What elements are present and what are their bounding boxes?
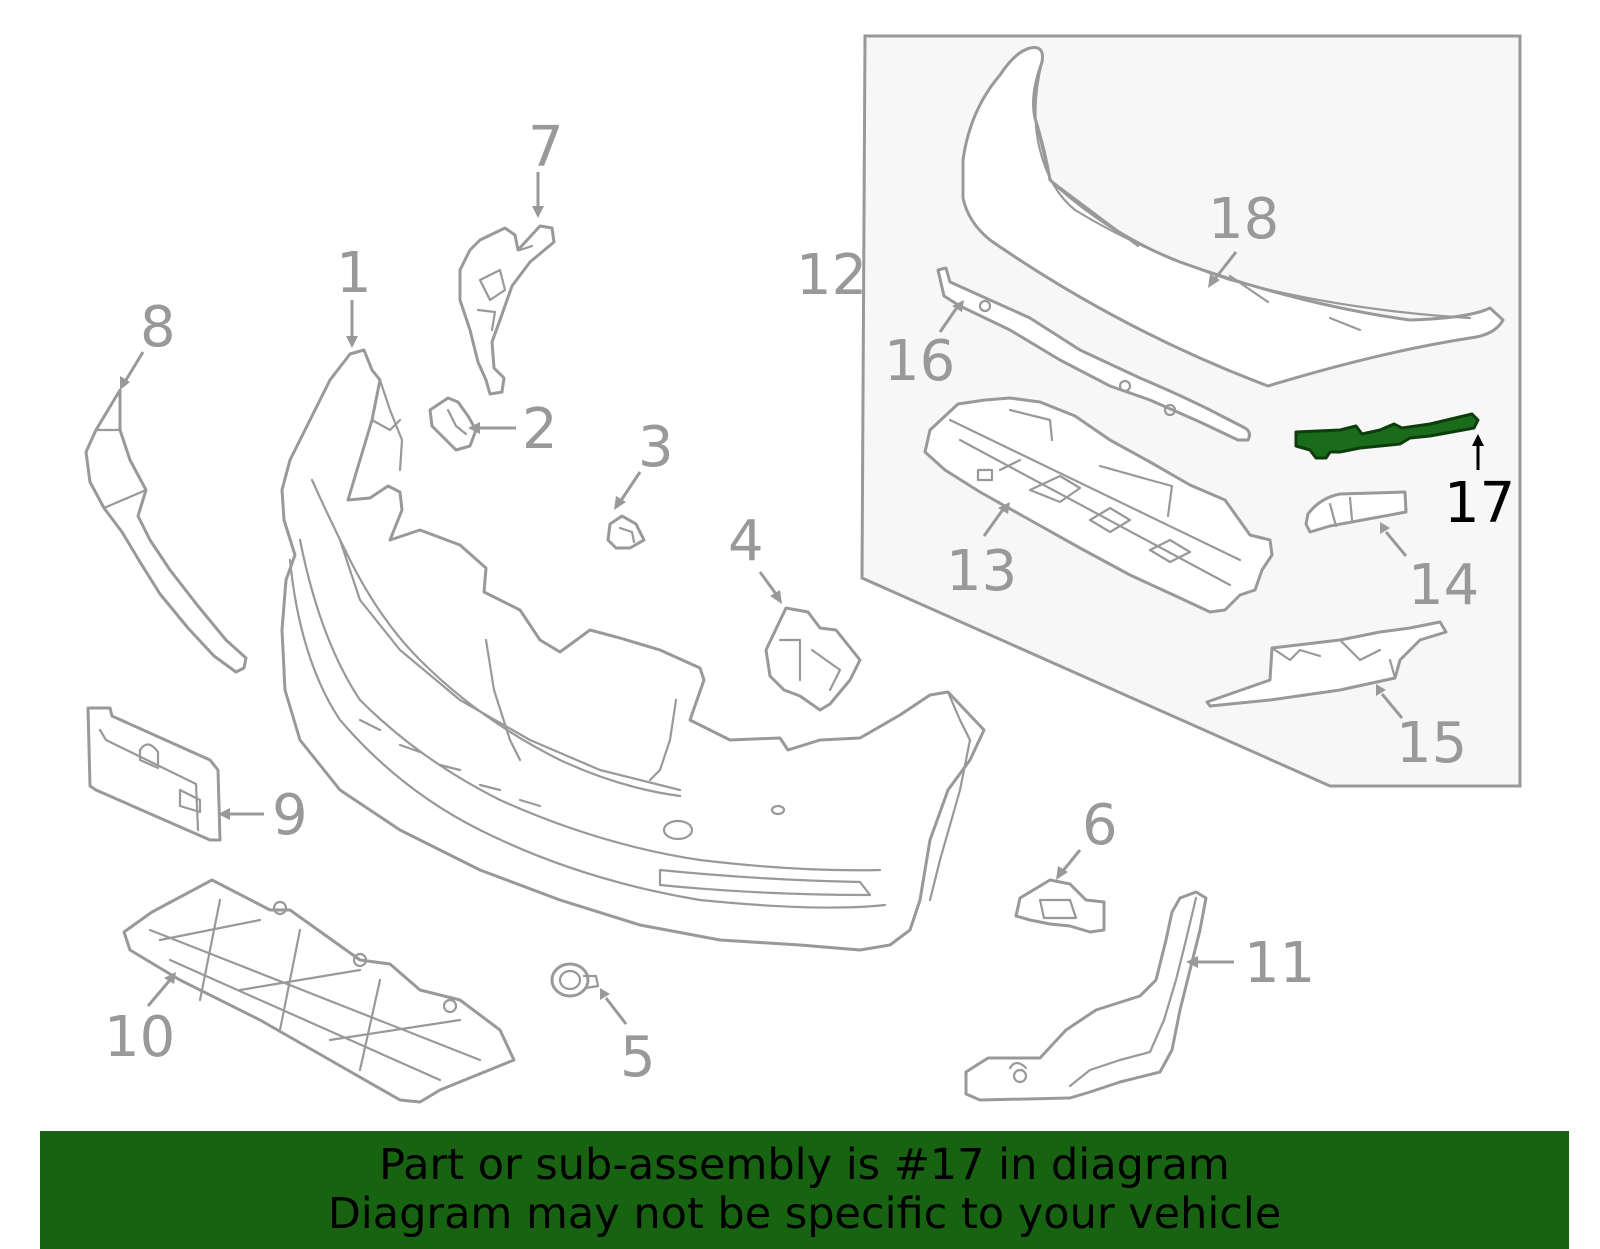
- callout-15: 15: [1396, 711, 1467, 776]
- arrowhead-5: [600, 988, 610, 1000]
- arrowhead-9: [218, 808, 230, 820]
- leader-8: [124, 351, 145, 381]
- arrowhead-6: [1056, 866, 1068, 880]
- callout-17: 17: [1444, 471, 1515, 536]
- callout-9: 9: [272, 783, 308, 848]
- leader-4: [758, 571, 778, 595]
- callout-12: 12: [796, 243, 867, 308]
- part-13-absorber[interactable]: [923, 396, 1274, 614]
- part-2-clip[interactable]: [428, 396, 478, 452]
- leader-18: [1212, 251, 1238, 281]
- arrowhead-2: [468, 422, 480, 434]
- part-4-bracket[interactable]: [764, 606, 862, 712]
- info-banner: Part or sub-assembly is #17 in diagram D…: [40, 1131, 1569, 1249]
- arrowhead-3: [614, 496, 626, 510]
- callout-1: 1: [336, 241, 372, 306]
- callout-16: 16: [884, 329, 955, 394]
- arrowhead-15: [1376, 684, 1386, 696]
- leader-6: [1060, 849, 1082, 873]
- part-7-bracket[interactable]: [458, 224, 556, 396]
- arrowhead-11: [1186, 956, 1198, 968]
- leader-15: [1380, 693, 1404, 719]
- callout-8: 8: [140, 295, 176, 360]
- banner-line-1: Part or sub-assembly is #17 in diagram: [379, 1140, 1230, 1190]
- part-17-bracket[interactable]: [1294, 412, 1480, 460]
- callout-11: 11: [1244, 931, 1315, 996]
- arrowhead-14: [1380, 522, 1390, 534]
- leader-10: [146, 979, 172, 1007]
- part-10-undercover[interactable]: [122, 878, 516, 1104]
- leader-13: [982, 507, 1006, 537]
- arrowhead-18: [1208, 274, 1220, 288]
- callout-14: 14: [1408, 553, 1479, 618]
- callout-4: 4: [728, 509, 764, 574]
- part-15-bracket[interactable]: [1205, 620, 1448, 708]
- leader-14: [1384, 531, 1408, 557]
- part-14-bracket[interactable]: [1304, 490, 1408, 534]
- callout-13: 13: [946, 539, 1017, 604]
- leader-16: [938, 305, 960, 333]
- arrowhead-13: [998, 502, 1010, 514]
- arrowhead-17: [1472, 434, 1484, 446]
- callout-5: 5: [620, 1025, 656, 1090]
- part-1-bumper-cover[interactable]: [280, 348, 986, 952]
- callout-10: 10: [104, 1005, 175, 1070]
- banner-line-2: Diagram may not be specific to your vehi…: [327, 1189, 1282, 1239]
- arrowhead-7: [532, 206, 544, 218]
- leader-3: [618, 471, 642, 503]
- callout-6: 6: [1082, 793, 1118, 858]
- callout-3: 3: [638, 415, 674, 480]
- part-16-strip[interactable]: [936, 266, 1251, 442]
- part-8-strip[interactable]: [84, 388, 248, 674]
- arrowhead-10: [164, 972, 176, 984]
- callout-18: 18: [1208, 187, 1279, 252]
- part-5-grommet[interactable]: [550, 962, 600, 998]
- part-6-bracket[interactable]: [1014, 878, 1106, 934]
- arrowhead-16: [952, 300, 964, 312]
- leader-5: [604, 997, 628, 1025]
- part-3-clip[interactable]: [606, 514, 646, 550]
- callout-7: 7: [528, 115, 564, 180]
- part-9-plate-bracket[interactable]: [86, 706, 222, 842]
- callout-2: 2: [522, 397, 558, 462]
- arrowhead-8: [120, 376, 130, 390]
- arrowhead-4: [770, 590, 782, 604]
- arrowhead-1: [346, 336, 358, 348]
- part-18-reinforcement[interactable]: [961, 46, 1505, 388]
